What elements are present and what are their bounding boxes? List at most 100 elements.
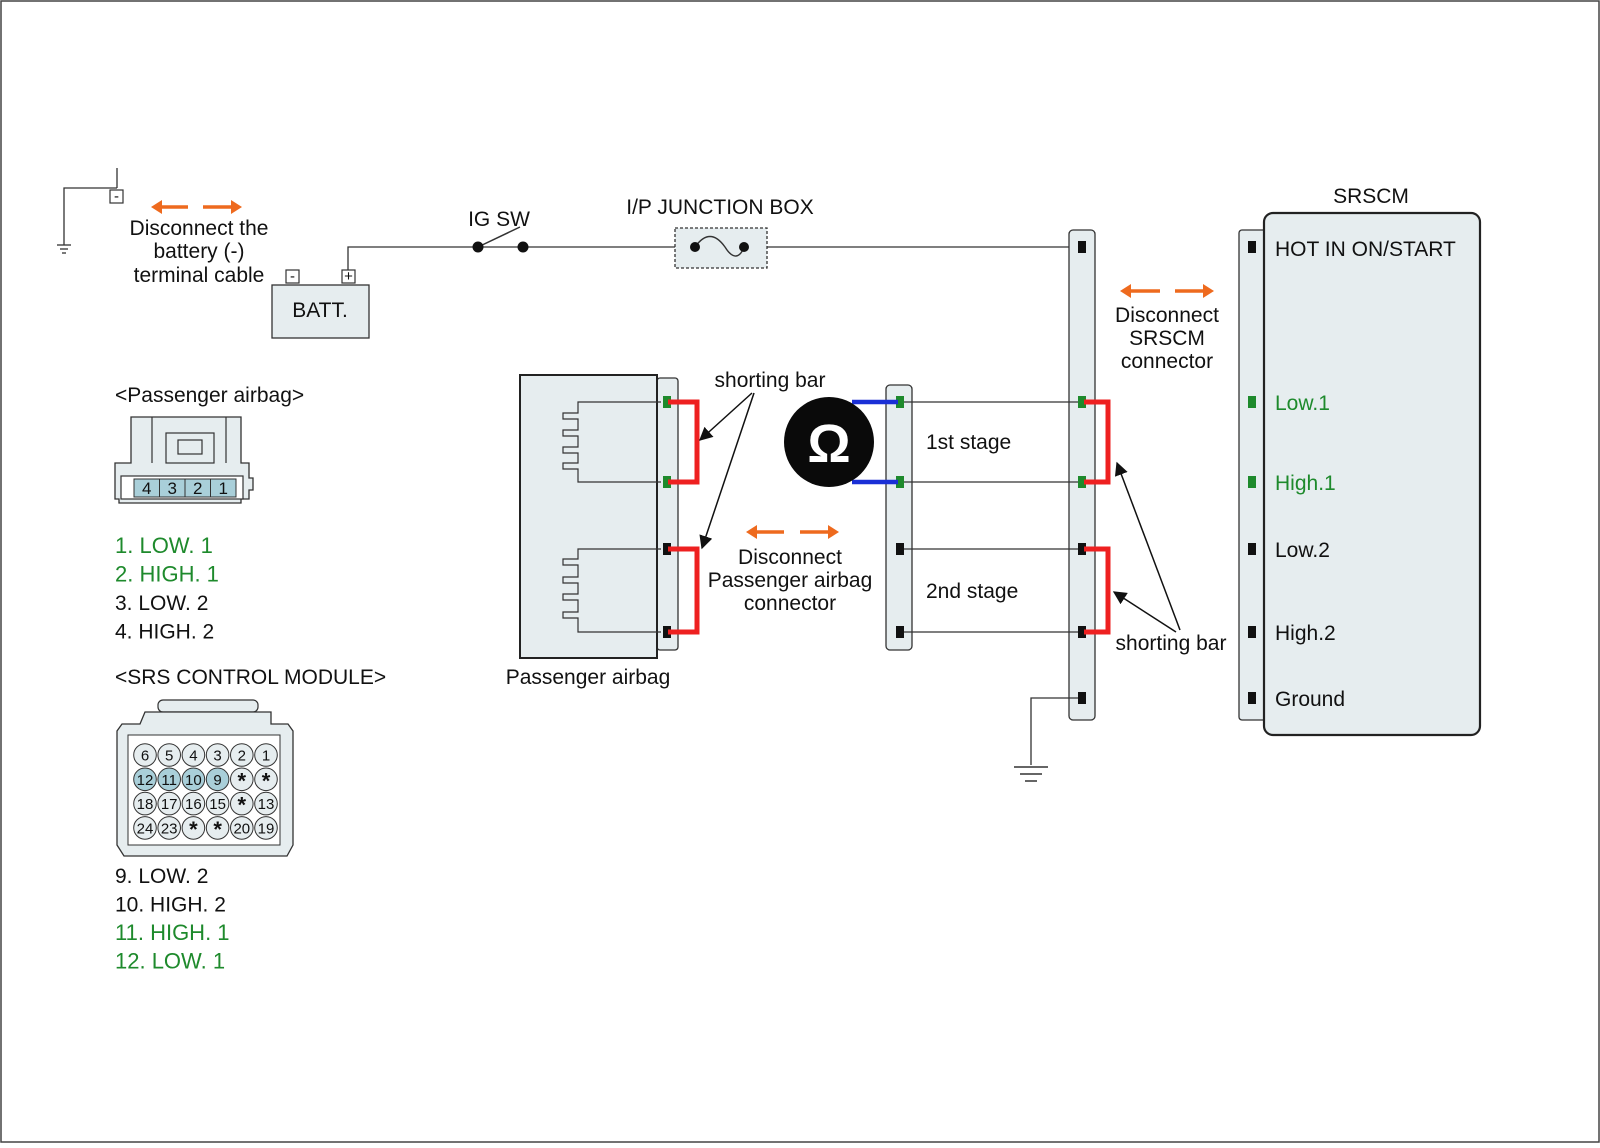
passenger-legend-item: 3. LOW. 2 xyxy=(115,592,208,615)
srs-connector-pin-13: 13 xyxy=(254,791,278,816)
shorting-bar-label-left: shorting bar xyxy=(715,369,826,392)
disconnect-srscm-arrow xyxy=(1120,284,1214,298)
battery-minus-label: - xyxy=(290,268,295,285)
airbag-shorting-bar-2 xyxy=(668,546,700,635)
srscm-instruction-line-3: connector xyxy=(1121,350,1213,373)
junction-box[interactable] xyxy=(674,227,768,269)
srscm-title: SRSCM xyxy=(1333,185,1409,208)
battery-label: BATT. xyxy=(292,299,348,322)
meter-connector-pins xyxy=(896,396,904,638)
passenger-legend-item: 4. HIGH. 2 xyxy=(115,621,214,644)
srscm-terminal-high2: High.2 xyxy=(1275,622,1336,645)
srs-connector-pin-1: 1 xyxy=(254,743,278,767)
airbag-instruction-line-3: connector xyxy=(744,592,836,615)
srs-connector-pin-2: 2 xyxy=(230,743,254,767)
disconnect-battery-arrow xyxy=(151,200,242,214)
svg-text:16: 16 xyxy=(185,796,202,813)
srs-connector-pin-15: 15 xyxy=(205,791,230,816)
airbag-instruction-line-1: Disconnect xyxy=(738,546,842,569)
stage-wires xyxy=(904,401,1078,633)
svg-text:5: 5 xyxy=(165,748,173,765)
harness-shorting-bar-1 xyxy=(1084,399,1111,485)
srs-connector-pin-unused: * xyxy=(181,816,206,842)
svg-text:18: 18 xyxy=(137,796,154,813)
supply-wire xyxy=(347,246,1082,270)
srs-connector-pin-19: 19 xyxy=(254,816,278,840)
srs-legend-item: 12. LOW. 1 xyxy=(115,949,225,974)
srs-connector-pin-11: 11 xyxy=(157,767,181,792)
meter-test-connector[interactable] xyxy=(885,384,913,651)
svg-text:*: * xyxy=(213,817,222,842)
srs-connector-pin-16: 16 xyxy=(181,791,206,816)
passenger-airbag[interactable] xyxy=(519,374,679,659)
srscm-terminal-hot: HOT IN ON/START xyxy=(1275,238,1456,261)
srscm-terminal-low2: Low.2 xyxy=(1275,539,1330,562)
srs-connector-pin-3: 3 xyxy=(205,743,230,767)
junction-box-label: I/P JUNCTION BOX xyxy=(626,196,813,219)
svg-text:6: 6 xyxy=(141,748,149,765)
passenger-connector-pin-2: 2 xyxy=(184,478,211,498)
srscm-terminal-high1: High.1 xyxy=(1275,472,1336,495)
svg-text:*: * xyxy=(238,793,247,818)
srs-module-connector-title: <SRS CONTROL MODULE> xyxy=(115,666,386,689)
svg-text:4: 4 xyxy=(142,479,151,498)
battery[interactable]: - + BATT. xyxy=(271,268,370,339)
first-stage-label: 1st stage xyxy=(926,431,1011,454)
srscm-harness-connector[interactable] xyxy=(1068,229,1096,721)
srs-legend-item: 10. HIGH. 2 xyxy=(115,894,226,917)
battery-instruction-line-1: Disconnect the xyxy=(130,217,269,240)
srs-connector-pin-unused: * xyxy=(254,767,278,793)
ohmmeter[interactable]: Ω xyxy=(784,397,898,487)
svg-text:12: 12 xyxy=(137,772,154,789)
fuse-icon xyxy=(690,242,700,252)
ig-switch-label: IG SW xyxy=(468,208,530,231)
srs-connector-pin-unused: * xyxy=(205,816,230,842)
srs-connector-pin-5: 5 xyxy=(157,743,181,767)
svg-text:*: * xyxy=(189,817,198,842)
srs-connector-pin-10: 10 xyxy=(181,767,206,792)
ohm-icon: Ω xyxy=(807,414,850,474)
svg-text:9: 9 xyxy=(213,772,221,789)
passenger-legend-item: 1. LOW. 1 xyxy=(115,533,213,558)
srscm-terminal-low1: Low.1 xyxy=(1275,392,1330,415)
svg-text:17: 17 xyxy=(161,796,178,813)
passenger-airbag-label: Passenger airbag xyxy=(506,666,671,689)
harness-pins xyxy=(1078,241,1086,704)
srscm-module[interactable] xyxy=(1238,211,1482,737)
svg-text:4: 4 xyxy=(189,748,197,765)
battery-ground xyxy=(57,168,118,254)
srs-connector-pin-18: 18 xyxy=(133,791,157,816)
svg-text:10: 10 xyxy=(185,772,202,789)
passenger-connector-pin-1: 1 xyxy=(210,478,237,498)
srscm-instruction-line-2: SRSCM xyxy=(1129,327,1205,350)
battery-instruction-line-3: terminal cable xyxy=(134,264,265,287)
shorting-bar-pointer-3 xyxy=(1114,461,1181,631)
svg-text:20: 20 xyxy=(233,820,250,837)
svg-text:19: 19 xyxy=(258,820,275,837)
shorting-bar-pointer-4 xyxy=(1112,591,1177,633)
airbag-instruction-line-2: Passenger airbag xyxy=(708,569,873,592)
harness-shorting-bar-2 xyxy=(1084,546,1111,635)
svg-text:13: 13 xyxy=(258,796,275,813)
second-stage-label: 2nd stage xyxy=(926,580,1018,603)
srs-connector-pin-unused: * xyxy=(230,767,254,793)
svg-text:3: 3 xyxy=(168,479,177,498)
srs-connector-pin-20: 20 xyxy=(230,816,254,840)
harness-ground xyxy=(1014,697,1078,782)
srs-connector-pin-17: 17 xyxy=(157,791,181,816)
svg-text:15: 15 xyxy=(209,796,226,813)
shorting-bar-pointer-2 xyxy=(699,392,755,550)
battery-plus-label: + xyxy=(344,268,353,285)
battery-terminal-minus-box[interactable]: - xyxy=(109,188,124,205)
airbag-shorting-bar-1 xyxy=(668,399,700,485)
svg-text:3: 3 xyxy=(213,748,221,765)
ig-switch[interactable] xyxy=(472,226,529,253)
battery-instruction-line-2: battery (-) xyxy=(153,240,244,263)
srs-legend-item: 11. HIGH. 1 xyxy=(115,920,230,945)
passenger-connector-pin-4: 4 xyxy=(133,478,160,498)
srs-connector-pin-6: 6 xyxy=(133,743,157,767)
